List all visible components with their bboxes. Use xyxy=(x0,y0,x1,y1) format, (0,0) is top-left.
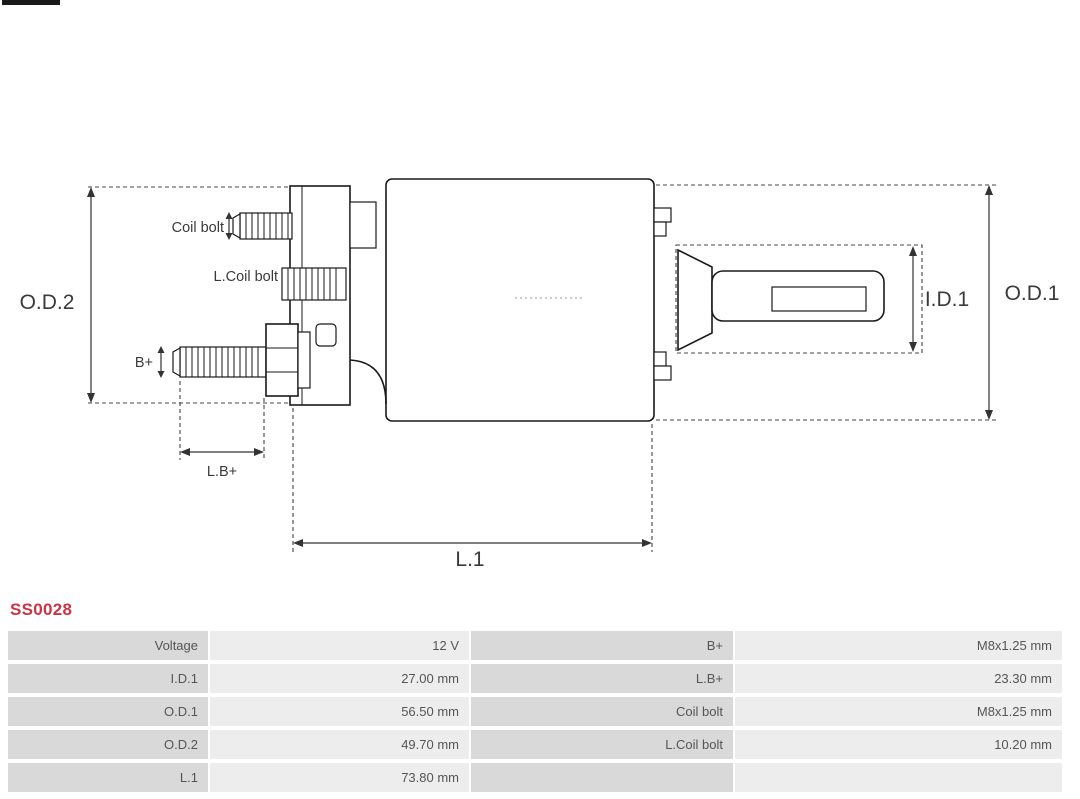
spec-label-lcoil-bolt: L.Coil bolt xyxy=(471,730,733,759)
spec-label-empty xyxy=(471,763,733,792)
lbplus-dimension: L.B+ xyxy=(180,448,264,480)
product-code: SS0028 xyxy=(10,600,73,619)
od1-dimension: O.D.1 xyxy=(985,185,1059,420)
rear-tab-top xyxy=(653,207,672,237)
spec-label-od1: O.D.1 xyxy=(8,697,208,726)
coil-bolt-label: Coil bolt xyxy=(172,220,224,236)
l1-label: L.1 xyxy=(455,548,484,571)
bplus-label: B+ xyxy=(135,355,153,371)
lcoil-bolt-dimension: L.Coil bolt xyxy=(214,269,278,285)
solenoid-body xyxy=(385,178,655,422)
solenoid-diagram-area: O.D.2 O.D.1 I.D.1 L.1 xyxy=(20,178,1059,571)
plunger-collar xyxy=(677,248,713,352)
od2-dimension: O.D.2 xyxy=(20,187,95,403)
spec-value-od1: 56.50 mm xyxy=(210,697,469,726)
spec-label-bplus: B+ xyxy=(471,631,733,660)
bplus-threads xyxy=(185,347,259,377)
bplus-stud-tip xyxy=(172,346,181,378)
coil-bolt-threads xyxy=(245,213,289,239)
coil-bolt-stud xyxy=(239,212,293,240)
l1-dimension: L.1 xyxy=(293,539,652,571)
bplus-terminal-stud xyxy=(179,346,267,378)
spec-value-l1: 73.80 mm xyxy=(210,763,469,792)
spec-value-lcoil-bolt: 10.20 mm xyxy=(735,730,1062,759)
spec-value-lbplus: 23.30 mm xyxy=(735,664,1062,693)
bracket-bottom-curve xyxy=(349,359,387,405)
spec-value-bplus: M8x1.25 mm xyxy=(735,631,1062,660)
od2-label: O.D.2 xyxy=(20,291,75,314)
solenoid-diagram: O.D.2 O.D.1 I.D.1 L.1 xyxy=(20,178,1059,571)
bplus-nut xyxy=(265,323,299,397)
spec-label-voltage: Voltage xyxy=(8,631,208,660)
id1-label: I.D.1 xyxy=(925,288,969,311)
spec-label-lbplus: L.B+ xyxy=(471,664,733,693)
spec-value-id1: 27.00 mm xyxy=(210,664,469,693)
coil-bolt-dimension: Coil bolt xyxy=(172,212,233,240)
rear-tab-bottom xyxy=(653,351,672,381)
plunger-shaft-slot xyxy=(771,286,867,312)
lbplus-label: L.B+ xyxy=(207,464,237,480)
bplus-dimension: B+ xyxy=(135,346,165,378)
id1-boundary-box xyxy=(675,244,923,354)
spec-table: Voltage 12 V B+ M8x1.25 mm I.D.1 27.00 m… xyxy=(8,631,1062,792)
bplus-contact-cap xyxy=(315,323,337,347)
id1-dimension: I.D.1 xyxy=(909,246,969,352)
spec-value-od2: 49.70 mm xyxy=(210,730,469,759)
spec-value-voltage: 12 V xyxy=(210,631,469,660)
lcoil-thread-block xyxy=(281,267,347,301)
coil-bolt-tip xyxy=(232,212,241,240)
spec-label-l1: L.1 xyxy=(8,763,208,792)
spec-label-od2: O.D.2 xyxy=(8,730,208,759)
bracket-ear xyxy=(349,201,377,249)
spec-value-coil-bolt: M8x1.25 mm xyxy=(735,697,1062,726)
spec-value-empty xyxy=(735,763,1062,792)
lcoil-bolt-label: L.Coil bolt xyxy=(214,269,278,285)
bplus-washer xyxy=(297,331,311,389)
lcoil-threads xyxy=(287,268,337,300)
spec-label-coil-bolt: Coil bolt xyxy=(471,697,733,726)
od1-label: O.D.1 xyxy=(1005,282,1060,305)
corner-artifact xyxy=(2,0,60,5)
spec-label-id1: I.D.1 xyxy=(8,664,208,693)
